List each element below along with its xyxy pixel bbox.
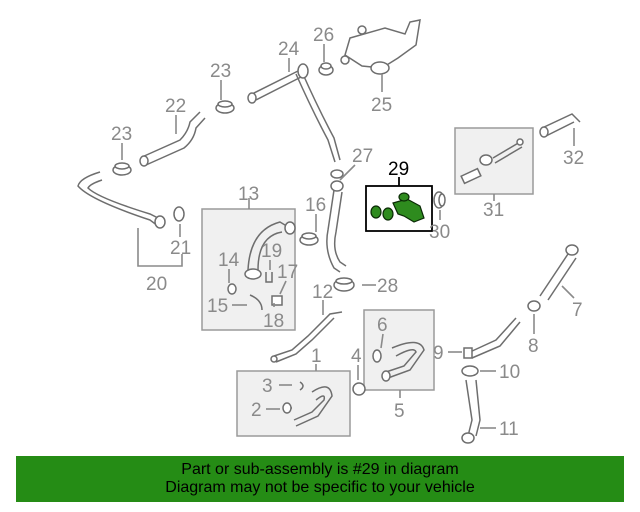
callout-7[interactable]: 7	[572, 300, 583, 321]
callout-9[interactable]: 9	[433, 343, 444, 364]
callout-25[interactable]: 25	[371, 95, 392, 116]
callout-31[interactable]: 31	[483, 200, 504, 221]
clamp-8-part[interactable]	[527, 300, 541, 312]
flange-29[interactable]	[392, 198, 425, 223]
callout-8[interactable]: 8	[528, 336, 539, 357]
callout-30[interactable]: 30	[429, 222, 450, 243]
clamp-28-part[interactable]	[333, 277, 355, 292]
banner-line-2: Diagram may not be specific to your vehi…	[165, 479, 475, 496]
hose-7-part[interactable]	[539, 244, 579, 301]
hose-11-part[interactable]	[461, 379, 481, 444]
callout-22[interactable]: 22	[165, 96, 186, 117]
hose-assembly-1-part[interactable]	[282, 381, 333, 427]
callout-15[interactable]: 15	[207, 296, 228, 317]
pipe-24-part[interactable]	[247, 63, 341, 163]
callout-27[interactable]: 27	[352, 146, 373, 167]
callout-18[interactable]: 18	[263, 311, 284, 332]
clamp-16-part[interactable]	[299, 232, 319, 246]
oring-21-part[interactable]	[173, 206, 185, 222]
clamp-10-part[interactable]	[461, 365, 479, 377]
callout-32[interactable]: 32	[563, 148, 584, 169]
hose-assembly-13-part[interactable]	[227, 221, 296, 311]
pipe-12-part[interactable]	[270, 311, 343, 363]
callout-10[interactable]: 10	[499, 362, 520, 383]
callout-6[interactable]: 6	[377, 315, 388, 336]
callout-14[interactable]: 14	[218, 250, 240, 271]
oring-29-small[interactable]	[370, 205, 382, 219]
callout-23-lower[interactable]: 23	[111, 124, 132, 145]
callout-16[interactable]: 16	[305, 195, 326, 216]
clamp-26-part[interactable]	[318, 62, 334, 76]
hose-32-part[interactable]	[539, 113, 581, 138]
callout-5[interactable]: 5	[394, 401, 405, 422]
banner-line-1: Part or sub-assembly is #29 in diagram	[181, 461, 459, 478]
hose-22-part[interactable]	[139, 111, 206, 167]
leader-lines	[121, 44, 575, 429]
callout-24[interactable]: 24	[278, 39, 300, 60]
callout-12[interactable]: 12	[312, 282, 333, 303]
callout-29[interactable]: 29	[388, 159, 409, 180]
callout-21[interactable]: 21	[170, 238, 191, 259]
callout-2[interactable]: 2	[251, 400, 262, 421]
callout-4[interactable]: 4	[351, 346, 362, 367]
callout-1[interactable]: 1	[311, 346, 322, 367]
callout-3[interactable]: 3	[262, 376, 273, 397]
clamp-4-part[interactable]	[352, 382, 366, 396]
callout-13[interactable]: 13	[238, 184, 259, 205]
clamp-23-lower-part[interactable]	[112, 162, 132, 176]
oring-29-mid[interactable]	[382, 207, 394, 221]
clamp-23-upper-part[interactable]	[215, 100, 235, 114]
clamp-30-part[interactable]	[433, 191, 446, 209]
callout-23-upper[interactable]: 23	[210, 61, 231, 82]
callout-19[interactable]: 19	[261, 241, 282, 262]
pipe-20-part[interactable]	[77, 171, 166, 229]
callout-labels: 24 26 25 23 22 23 21 20 13 16 27 28 14 1…	[111, 25, 584, 440]
gasket-set-29-part[interactable]	[370, 192, 425, 223]
assembly-box-31	[454, 127, 534, 195]
callout-26[interactable]: 26	[313, 25, 334, 46]
pipe-9-part[interactable]	[463, 317, 521, 359]
callout-28[interactable]: 28	[377, 276, 398, 297]
hose-27-part[interactable]	[326, 169, 347, 273]
assembly-box-1	[236, 370, 351, 437]
info-banner: Part or sub-assembly is #29 in diagram D…	[16, 456, 624, 502]
thermostat-housing-part[interactable]	[340, 19, 421, 75]
callout-11[interactable]: 11	[499, 419, 519, 440]
callout-17[interactable]: 17	[277, 262, 298, 283]
pipe-assembly-31-part[interactable]	[460, 138, 524, 185]
callout-20[interactable]: 20	[146, 274, 167, 295]
hose-assembly-5-part[interactable]	[372, 341, 425, 382]
